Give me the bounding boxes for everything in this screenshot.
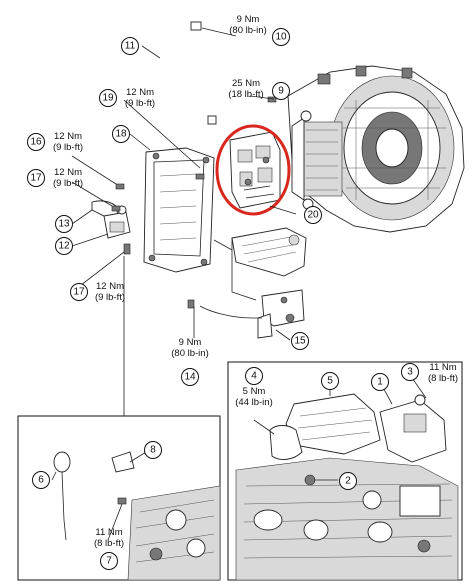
solenoid-valve-body [229,131,281,209]
callout-1: 1 [371,373,389,391]
torque-14: 9 Nm(80 lb-in) [171,337,209,359]
leader-lines [71,27,297,420]
svg-text:4: 4 [251,371,257,382]
svg-text:6: 6 [38,475,44,486]
torque-10: 9 Nm(80 lb-in) [229,14,267,36]
cooler-tube [152,21,217,151]
torque-19: 12 Nm(9 lb-ft) [125,87,155,109]
callout-4: 4 [245,367,263,385]
torque-17b: 12 Nm(9 lb-ft) [95,281,125,303]
svg-text:8: 8 [150,445,156,456]
callout-3: 3 [401,363,419,381]
gasket-plate [231,227,307,277]
callout-13: 13 [55,215,73,233]
svg-text:9: 9 [278,86,284,97]
callout-20: 20 [304,206,322,224]
svg-text:15: 15 [294,336,306,347]
callout-18: 18 [112,125,130,143]
torque-7: 11 Nm(8 lb-ft) [94,527,124,549]
callout-12: 12 [55,237,73,255]
callout-6: 6 [32,471,50,489]
svg-text:7: 7 [106,556,112,567]
svg-text:14: 14 [184,372,196,383]
callout-5: 5 [321,372,339,390]
callout-16: 16 [27,133,45,151]
svg-text:10: 10 [275,32,287,43]
torque-16: 12 Nm(9 lb-ft) [53,131,83,153]
callout-15: 15 [291,332,309,350]
callout-10: 10 [272,28,290,46]
callout-17b: 17 [70,283,88,301]
bracket [257,289,305,339]
callout-2: 2 [339,472,357,490]
transmission-assembly [287,65,465,233]
svg-text:1: 1 [377,377,383,388]
svg-text:19: 19 [102,93,114,104]
svg-text:2: 2 [345,476,351,487]
svg-text:17: 17 [30,173,42,184]
inset-left [17,415,221,581]
svg-text:12: 12 [58,241,70,252]
callout-11: 11 [121,37,139,55]
callout-7: 7 [100,552,118,570]
callout-8: 8 [144,441,162,459]
callout-19: 19 [99,89,117,107]
torque-3: 11 Nm(8 lb-ft) [428,362,458,384]
callout-9: 9 [272,82,290,100]
vent-tube [199,305,262,319]
sensor-connector [91,200,131,255]
svg-text:11: 11 [125,41,136,52]
svg-text:18: 18 [115,129,127,140]
torque-17a: 12 Nm(9 lb-ft) [53,167,83,189]
bolts [111,96,277,309]
inset-right [227,361,463,581]
callout-14: 14 [181,368,199,386]
tcm-cover [143,147,215,273]
highlight-circle [215,124,291,216]
torque-4: 5 Nm(44 lb-in) [235,386,273,408]
svg-text:17: 17 [73,287,85,298]
torque-9: 25 Nm(18 lb-ft) [228,78,263,100]
svg-text:20: 20 [307,210,319,221]
callout-17a: 17 [27,169,45,187]
svg-text:3: 3 [407,367,413,378]
svg-text:5: 5 [327,376,333,387]
svg-text:13: 13 [58,219,70,230]
svg-text:16: 16 [30,137,42,148]
